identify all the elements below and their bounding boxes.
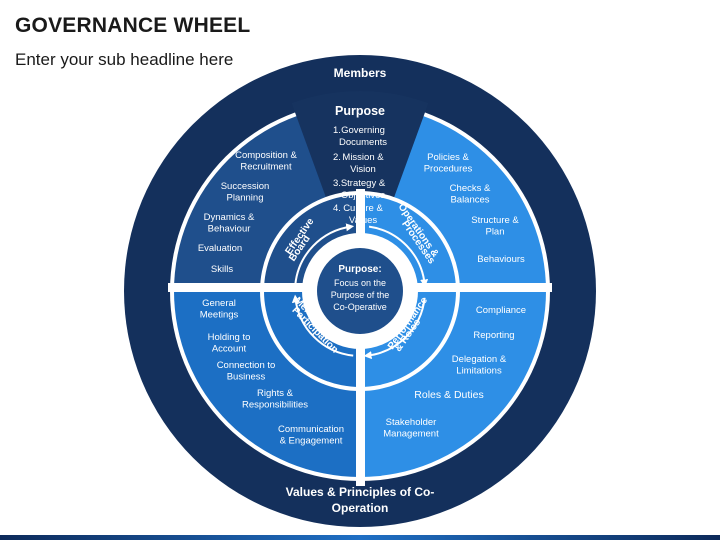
quadrant-item-members-line: Responsibilities: [242, 400, 308, 411]
inner-quadrant-operations: [360, 195, 456, 291]
quadrant-item-operations-line: Checks &: [450, 183, 491, 194]
center-title: Purpose:: [338, 264, 381, 275]
cycle-arrow-top-left: [294, 223, 355, 285]
quadrant-item-operations-line: Plan: [485, 227, 504, 238]
quadrant-item-effective-board-line: Evaluation: [198, 243, 242, 254]
purpose-item-text: Vision: [350, 164, 376, 175]
page-subtitle: Enter your sub headline here: [15, 50, 234, 69]
purpose-item-number: 2.: [333, 152, 341, 163]
quadrant-item-effective-board-line: Succession: [221, 181, 270, 192]
quadrant-item-performance-line: Compliance: [476, 305, 526, 316]
quadrant-item-effective-board-line: Recruitment: [240, 162, 292, 173]
outer-label-members: Members: [334, 66, 387, 80]
quadrant-item-operations-line: Balances: [450, 195, 489, 206]
quadrant-item-members-line: Holding to: [208, 332, 251, 343]
cycle-arrow-top-right: [368, 225, 429, 288]
quadrant-item-effective-board-line: Skills: [211, 264, 233, 275]
cycle-arrow-bottom-right: [363, 297, 426, 360]
quadrant-item-members-line: & Engagement: [280, 436, 343, 447]
quadrant-item-performance-line: Limitations: [456, 366, 502, 377]
quadrant-item-members-line: Rights &: [257, 388, 294, 399]
quadrant-item-performance-line: Roles & Duties: [414, 389, 483, 401]
quadrant-item-operations-line: Procedures: [424, 164, 473, 175]
inner-quadrant-performance: [360, 291, 456, 387]
quadrant-item-performance-line: Reporting: [473, 330, 514, 341]
quadrant-item-members-line: Communication: [278, 424, 344, 435]
inner-quadrant-members: [264, 291, 360, 387]
outer-label-values: Values & Principles of Co-: [286, 485, 435, 499]
quadrant-item-members-line: Business: [227, 372, 266, 383]
quadrant-item-operations-line: Policies &: [427, 152, 469, 163]
outer-label-values: Operation: [332, 501, 389, 515]
quadrant-item-effective-board-line: Composition &: [235, 150, 297, 161]
center-text: Focus on the: [334, 278, 386, 288]
page-title: GOVERNANCE WHEEL: [15, 14, 251, 37]
footer-accent-bar: [0, 535, 720, 540]
quadrant-item-performance-line: Management: [383, 429, 439, 440]
purpose-item-text: Culture &: [343, 203, 383, 214]
quadrant-item-effective-board-line: Behaviour: [208, 224, 251, 235]
purpose-item-text: Governing: [341, 125, 385, 136]
quadrant-item-members-line: Account: [212, 344, 247, 355]
purpose-item-text: Documents: [339, 137, 387, 148]
center-inner-circle: [317, 248, 403, 334]
center-text: Purpose of the: [331, 290, 390, 300]
cycle-arrow-bottom-left: [291, 294, 354, 357]
quadrant-item-performance-line: Delegation &: [452, 354, 507, 365]
purpose-item-text: Values: [349, 215, 378, 226]
quadrant-item-members-line: Connection to: [217, 360, 276, 371]
center-text: Co-Operative: [333, 302, 387, 312]
quadrant-item-operations-line: Behaviours: [477, 254, 525, 265]
inner-quadrant-effective-board: [264, 195, 360, 291]
purpose-item-number: 1.: [333, 125, 341, 136]
purpose-item-text: Strategy &: [341, 178, 386, 189]
quadrant-item-effective-board-line: Dynamics &: [204, 212, 255, 223]
quadrant-item-effective-board-line: Planning: [227, 193, 264, 204]
quadrant-item-performance-line: Stakeholder: [386, 417, 437, 428]
purpose-title: Purpose: [335, 104, 385, 118]
purpose-item-number: 3.: [333, 178, 341, 189]
quadrant-item-members-line: General: [202, 298, 236, 309]
quadrant-item-members-line: Meetings: [200, 310, 239, 321]
quadrant-item-operations-line: Structure &: [471, 215, 519, 226]
purpose-item-number: 4.: [333, 203, 341, 214]
purpose-item-text: Objectives: [341, 190, 386, 201]
purpose-item-text: Mission &: [342, 152, 384, 163]
